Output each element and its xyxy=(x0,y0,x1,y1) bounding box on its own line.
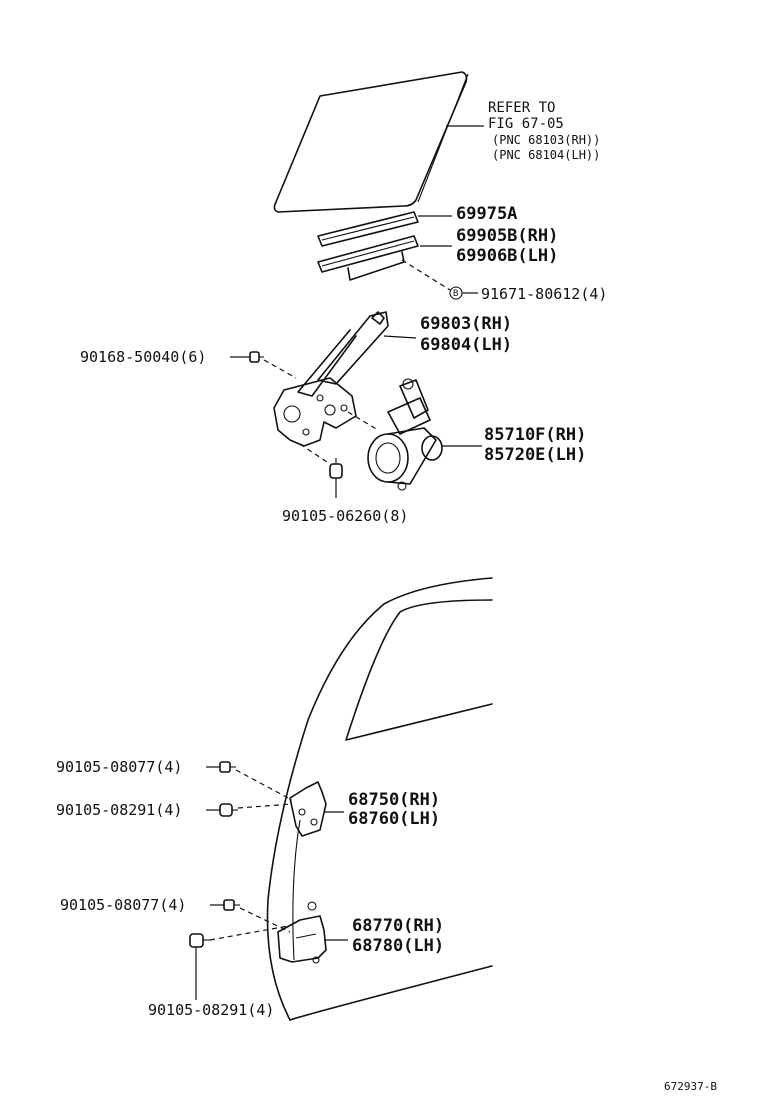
window-motor xyxy=(367,378,443,491)
refer-line-3: (PNC 68103(RH)) xyxy=(492,133,600,147)
bolt-90168-icon xyxy=(249,351,264,363)
dash-upper-1 xyxy=(235,769,293,801)
door-body xyxy=(266,577,493,1021)
label-90105-06260: 90105-06260(8) xyxy=(282,507,408,525)
label-upper-08291: 90105-08291(4) xyxy=(56,801,182,819)
window-regulator xyxy=(273,311,389,447)
dash-motor xyxy=(347,411,379,431)
bolt-lower-08291-icon xyxy=(189,933,210,948)
bolt-upper-08077-icon xyxy=(219,761,236,773)
leader-69803 xyxy=(383,335,417,339)
label-68780: 68780(LH) xyxy=(352,936,444,956)
label-68750: 68750(RH) xyxy=(348,790,440,810)
glass-channel-upper xyxy=(317,211,419,247)
label-90168: 90168-50040(6) xyxy=(80,348,206,366)
hinge-lower xyxy=(277,901,327,964)
hinge-upper xyxy=(289,781,327,837)
refer-line-1: REFER TO xyxy=(488,100,555,116)
label-85710f: 85710F(RH) xyxy=(484,425,586,445)
label-69975a: 69975A xyxy=(456,204,517,224)
label-85720e: 85720E(LH) xyxy=(484,445,586,465)
dash-lower-1 xyxy=(239,907,291,933)
bolt-lower-08077-icon xyxy=(223,899,240,911)
label-68770: 68770(RH) xyxy=(352,916,444,936)
glass-channel-lower xyxy=(317,235,419,281)
refer-line-2: FIG 67-05 xyxy=(488,116,564,132)
bolt-upper-08291-icon xyxy=(219,803,238,817)
label-69906b: 69906B(LH) xyxy=(456,246,558,266)
dash-lower-2 xyxy=(209,925,289,941)
dash-bolt-b xyxy=(401,259,451,291)
label-91671: 91671-80612(4) xyxy=(481,285,607,303)
label-69804: 69804(LH) xyxy=(420,335,512,355)
label-upper-08077: 90105-08077(4) xyxy=(56,758,182,776)
label-68760: 68760(LH) xyxy=(348,809,440,829)
label-69803: 69803(RH) xyxy=(420,314,512,334)
label-lower-08291: 90105-08291(4) xyxy=(148,1001,274,1019)
bolt-90105-06260-icon xyxy=(329,458,343,479)
dash-06260 xyxy=(299,443,331,465)
dash-upper-2 xyxy=(237,803,293,809)
label-lower-08077: 90105-08077(4) xyxy=(60,896,186,914)
refer-line-4: (PNC 68104(LH)) xyxy=(492,148,600,162)
door-glass xyxy=(273,71,469,213)
label-69905b: 69905B(RH) xyxy=(456,226,558,246)
bolt-b-marker: B xyxy=(453,289,458,299)
figure-code: 672937-B xyxy=(664,1080,717,1093)
dash-90168 xyxy=(263,359,297,379)
